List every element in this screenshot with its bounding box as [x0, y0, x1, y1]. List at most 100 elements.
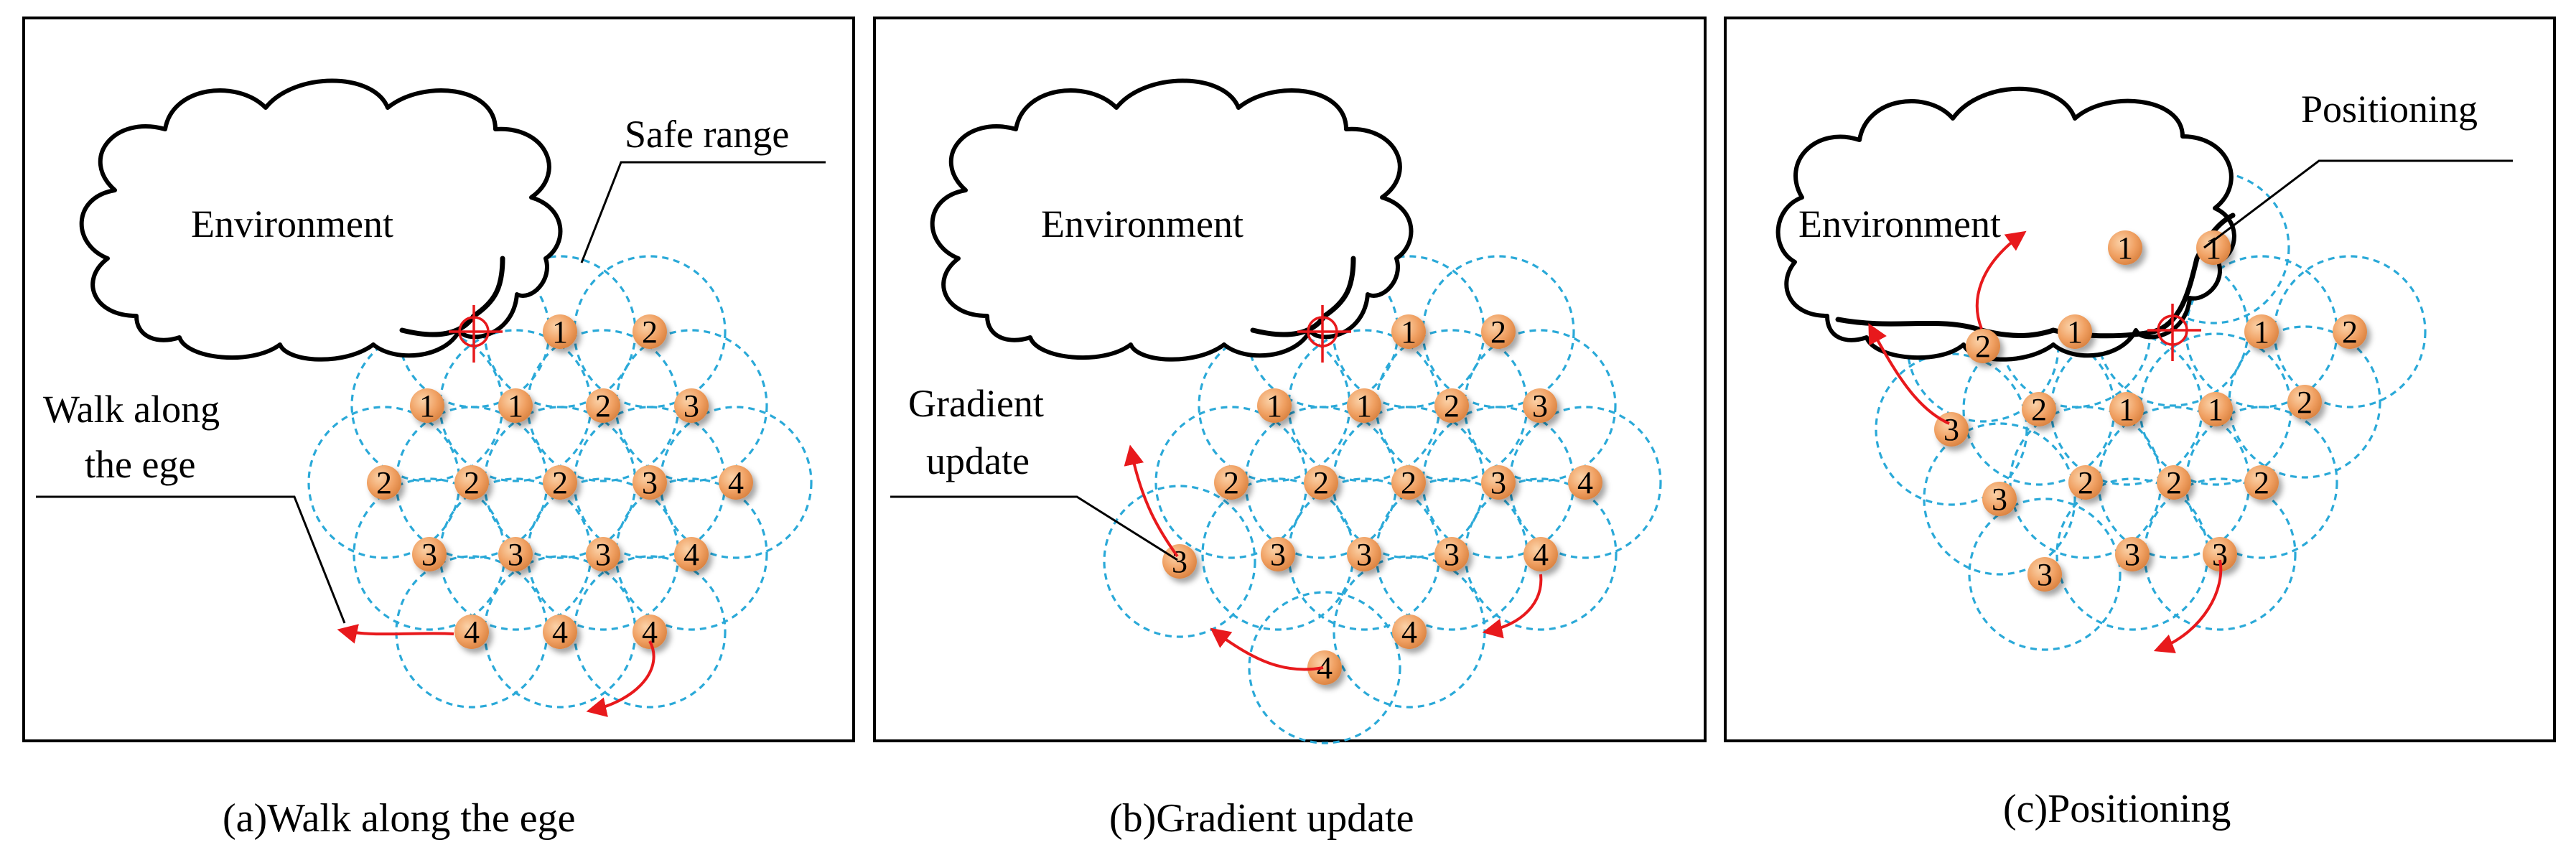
sensor-node: 4 — [543, 615, 577, 650]
sensor-node-hop-count: 1 — [419, 388, 435, 424]
sensor-node-ball — [1257, 388, 1292, 423]
sensor-node-hop-count: 4 — [1401, 615, 1417, 650]
sensor-node-ball — [543, 465, 577, 500]
sensor-node-ball — [2027, 557, 2062, 592]
range-circle — [1968, 497, 2122, 651]
sensor-node-hop-count: 2 — [1490, 314, 1506, 350]
sensor-node-ball — [1261, 537, 1295, 571]
sensor-node-ball — [412, 537, 447, 571]
sensor-node-ball — [2287, 385, 2322, 419]
sensor-node-hop-count: 4 — [1577, 465, 1593, 500]
range-circle — [1463, 329, 1617, 482]
arrow-b-up — [1124, 444, 1179, 558]
sensor-node-ball — [2115, 537, 2150, 571]
range-circle — [1422, 255, 1575, 408]
sensor-node-ball — [2022, 392, 2056, 426]
sensor-node-hop-count: 1 — [1401, 314, 1417, 350]
sensor-node: 2 — [586, 388, 620, 424]
sensor-node-ball — [586, 537, 620, 571]
sensor-node: 1 — [1347, 388, 1381, 424]
sensor-node-hop-count: 4 — [728, 465, 744, 500]
range-circle — [573, 255, 727, 408]
sensor-node-hop-count: 2 — [2078, 465, 2094, 500]
sensor-node-ball — [1214, 465, 1249, 500]
sensor-node: 2 — [1214, 465, 1249, 500]
walk-label-line2: the ege — [85, 443, 195, 486]
arrow-c-left — [1868, 323, 1950, 425]
sensor-node-ball — [543, 314, 577, 349]
sensor-node: 4 — [1392, 615, 1427, 650]
sensor-node: 3 — [498, 537, 533, 572]
sensor-node-ball — [410, 388, 444, 423]
sensor-node-hop-count: 2 — [1313, 465, 1329, 500]
sensor-node-hop-count: 3 — [2124, 537, 2140, 572]
sensor-node: 2 — [1304, 465, 1338, 500]
sensor-node: 1 — [543, 314, 577, 350]
sensor-node-hop-count: 1 — [1356, 388, 1372, 424]
sensor-node-ball — [1982, 482, 2017, 516]
sensor-node-ball — [719, 465, 753, 500]
sensor-node-ball — [586, 388, 620, 423]
sensor-node-hop-count: 3 — [2037, 557, 2053, 592]
arrow-b-down — [1482, 574, 1543, 639]
sensor-node-hop-count: 2 — [2166, 465, 2182, 500]
sensor-node-ball — [1304, 465, 1338, 500]
sensor-node-ball — [633, 314, 667, 349]
sensor-node: 2 — [633, 314, 667, 350]
sensor-node-hop-count: 2 — [2254, 465, 2269, 500]
sensor-node: 1 — [2198, 392, 2233, 427]
sensor-node-hop-count: 2 — [1975, 329, 1991, 364]
sensor-node: 2 — [2157, 465, 2191, 500]
sensor-node-hop-count: 1 — [1266, 388, 1282, 424]
arrow-a-left — [337, 624, 454, 644]
sensor-node: 3 — [2115, 537, 2150, 572]
sensor-node-hop-count: 2 — [1444, 388, 1460, 424]
sensor-node: 3 — [1481, 465, 1516, 500]
sensor-node: 2 — [1434, 388, 1469, 424]
sensor-node-hop-count: 2 — [595, 388, 611, 424]
sensor-node-ball — [1966, 329, 2000, 363]
range-circle — [2228, 325, 2381, 479]
sensor-node: 2 — [2068, 465, 2103, 500]
sensor-node-hop-count: 4 — [1533, 537, 1549, 572]
sensor-node-ball — [2109, 392, 2144, 426]
gradient-leader — [890, 495, 1178, 561]
sensor-node-hop-count: 3 — [1270, 537, 1286, 572]
sensor-node: 1 — [2108, 230, 2142, 266]
sensor-node-hop-count: 2 — [464, 465, 480, 500]
sensor-node-ball — [543, 615, 577, 649]
sensor-node-ball — [2068, 465, 2103, 500]
sensor-node-ball — [674, 388, 709, 423]
sensor-node-ball — [1347, 537, 1381, 571]
sensor-node: 1 — [1257, 388, 1292, 424]
sensor-node-hop-count: 2 — [2297, 385, 2313, 420]
sensor-node: 4 — [1307, 650, 1342, 686]
caption-b: (b)Gradient update — [1109, 796, 1414, 841]
sensor-node: 3 — [1982, 482, 2017, 517]
sensor-node-ball — [1391, 314, 1426, 349]
sensor-node: 3 — [412, 537, 447, 572]
range-circle — [1248, 591, 1401, 744]
sensor-node: 4 — [1568, 465, 1602, 500]
sensor-node: 4 — [454, 615, 489, 650]
sensor-node-ball — [2244, 314, 2279, 349]
walk-label-line1: Walk along — [43, 388, 220, 431]
sensor-node: 3 — [2027, 557, 2062, 592]
sensor-node-ball — [2157, 465, 2191, 500]
sensor-node-ball — [1434, 537, 1469, 571]
range-circle — [615, 329, 768, 482]
sensor-node: 2 — [454, 465, 489, 500]
sensor-node-hop-count: 2 — [376, 465, 392, 500]
environment-label-b: Environment — [1041, 202, 1243, 246]
crosshair-c — [2147, 304, 2201, 361]
sensor-node-hop-count: 3 — [508, 537, 523, 572]
sensor-node-hop-count: 2 — [2031, 392, 2047, 427]
sensor-node-hop-count: 1 — [2254, 314, 2269, 350]
sensor-node: 3 — [586, 537, 620, 572]
sensor-node: 2 — [2244, 465, 2279, 500]
sensor-node-ball — [2058, 314, 2092, 349]
environment-label-c: Environment — [1798, 202, 2001, 246]
safe-range-label: Safe range — [625, 113, 789, 156]
